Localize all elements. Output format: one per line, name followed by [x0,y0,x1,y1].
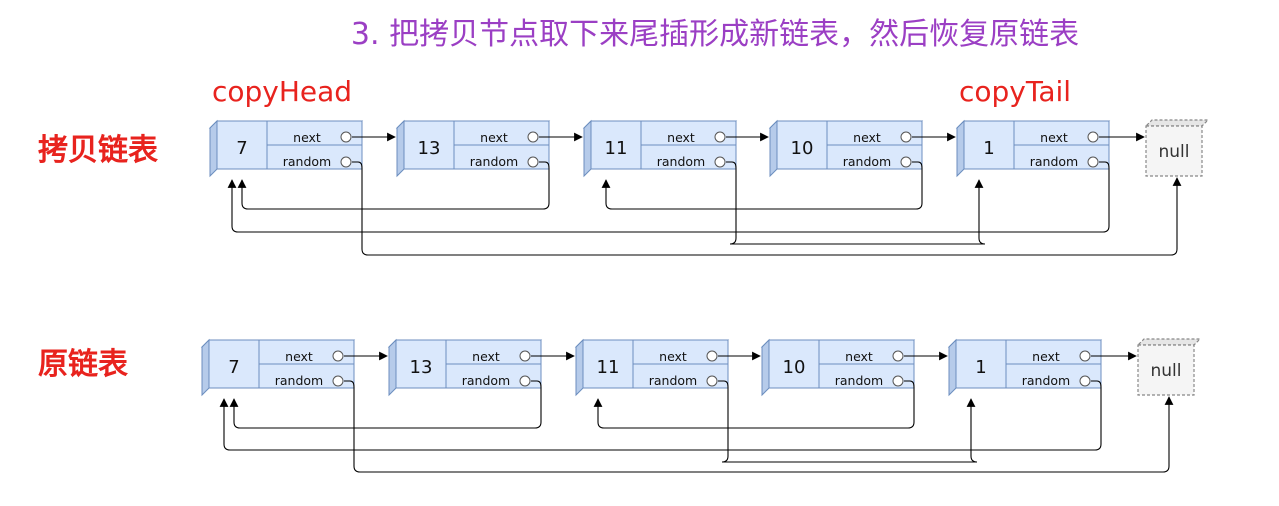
next-port-dot [340,131,352,143]
random-label: random [1022,373,1070,388]
random-to-null-arrow [344,380,1174,473]
next-label: next [845,349,873,364]
row-label: 原链表 [38,347,128,382]
random-label: random [843,154,891,169]
null-front [1137,344,1195,396]
next-port-dot [527,131,539,143]
null-node: null [1144,119,1210,177]
next-port-dot [332,350,344,362]
null-label: null [1151,361,1182,381]
random-pointer-arrow [237,161,550,210]
list-node: 7 next random [208,119,364,178]
null-front [1145,125,1203,177]
random-port-dot [900,156,912,168]
random-port-dot [527,156,539,168]
next-port-dot [714,131,726,143]
node-side-face [769,119,778,178]
next-label: next [853,130,881,145]
next-label: next [1032,349,1060,364]
node-side-face [956,119,965,178]
random-port-dot [892,375,904,387]
null-top-face [1136,338,1202,346]
random-label: random [462,373,510,388]
node-side-face [388,338,397,397]
node-side-face [575,338,584,397]
node-side-face [583,119,592,178]
diagram-title: 3. 把拷贝节点取下来尾插形成新链表，然后恢复原链表 [351,17,1079,52]
random-pointer-arrow [718,380,978,463]
pointer-label: copyHead [212,75,352,108]
node-value: 7 [228,357,239,378]
random-label: random [649,373,697,388]
node-value: 1 [975,357,986,378]
random-port-dot [1079,375,1091,387]
next-label: next [667,130,695,145]
list-node: 11 next random [582,119,738,178]
next-port-dot [1079,350,1091,362]
null-top-face [1144,119,1210,127]
random-pointer-arrow [601,161,923,210]
list-node: 1 next random [955,119,1111,178]
null-node: null [1136,338,1202,396]
list-node: 1 next random [947,338,1103,397]
random-pointer-arrow [229,380,542,429]
random-port-dot [519,375,531,387]
random-pointer-arrow [219,380,1102,451]
node-value: 1 [983,138,994,159]
next-label: next [1040,130,1068,145]
random-to-null-arrow [352,161,1182,256]
list-node: 7 next random [200,338,356,397]
random-label: random [470,154,518,169]
node-value: 13 [410,357,433,378]
list-node: 10 next random [760,338,916,397]
next-port-dot [900,131,912,143]
node-side-face [396,119,405,178]
node-value: 7 [236,138,247,159]
random-port-dot [714,156,726,168]
random-label: random [283,154,331,169]
next-label: next [293,130,321,145]
next-label: next [472,349,500,364]
next-label: next [480,130,508,145]
next-port-dot [1087,131,1099,143]
node-side-face [201,338,210,397]
row-label: 拷贝链表 [38,133,158,168]
random-pointer-arrow [726,161,986,245]
next-port-dot [892,350,904,362]
node-value: 13 [418,138,441,159]
next-port-dot [519,350,531,362]
random-label: random [1030,154,1078,169]
random-label: random [275,373,323,388]
random-port-dot [332,375,344,387]
next-label: next [659,349,687,364]
random-port-dot [1087,156,1099,168]
node-side-face [761,338,770,397]
random-label: random [657,154,705,169]
list-node: 13 next random [395,119,551,178]
null-label: null [1159,142,1190,162]
list-node: 11 next random [574,338,730,397]
node-value: 11 [597,357,620,378]
node-value: 10 [791,138,814,159]
random-pointer-arrow [593,380,915,429]
pointer-label: copyTail [959,75,1071,108]
random-label: random [835,373,883,388]
random-port-dot [340,156,352,168]
random-pointer-arrow [227,161,1110,233]
list-node: 13 next random [387,338,543,397]
node-value: 10 [783,357,806,378]
list-node: 10 next random [768,119,924,178]
next-port-dot [706,350,718,362]
next-label: next [285,349,313,364]
node-side-face [948,338,957,397]
node-side-face [209,119,218,178]
node-value: 11 [605,138,628,159]
random-port-dot [706,375,718,387]
